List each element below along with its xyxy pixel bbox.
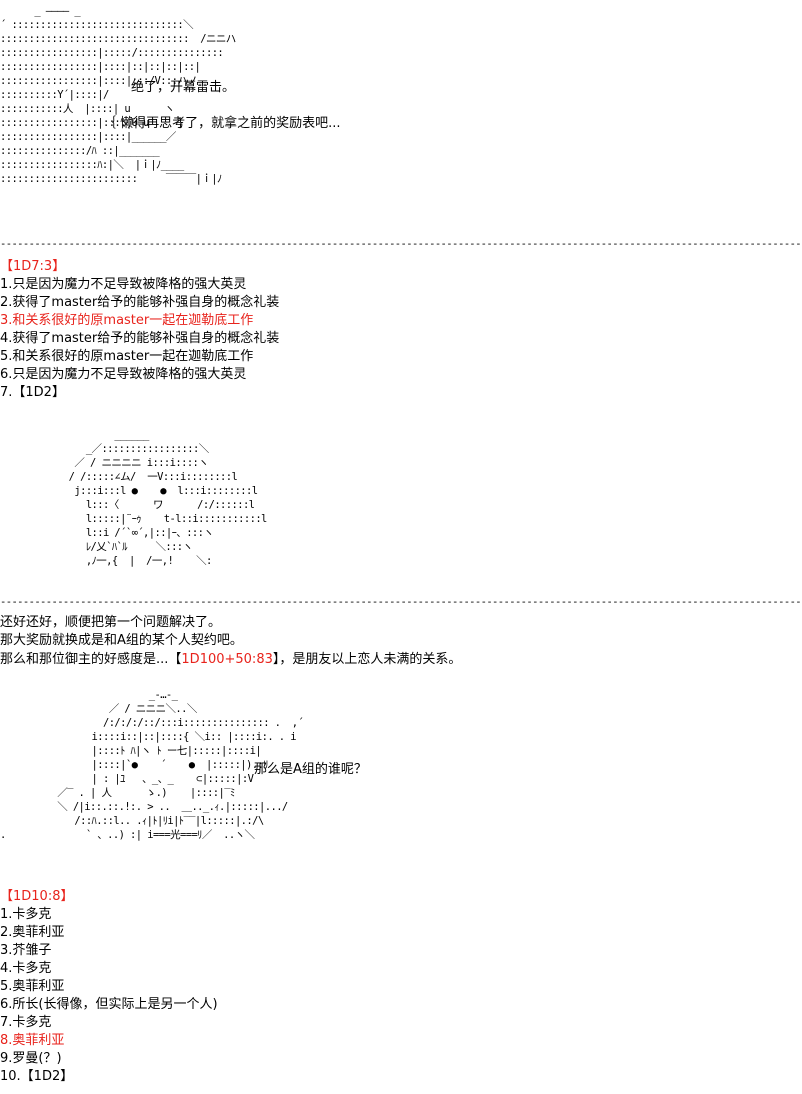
speech-line-1: 绝了，开幕雷击。	[131, 80, 236, 95]
list-item: 9.罗曼(？)	[0, 1051, 62, 1066]
list-item: 7.卡多克	[0, 1015, 52, 1030]
speech-line-3: 那么是A组的谁呢？	[254, 762, 367, 777]
narration-line-1: 还好还好，顺便把第一个问题解决了。	[0, 615, 222, 630]
ascii-art-character-1: _ ―――― _ ´ :::::::::::::::::::::::::::::…	[0, 5, 236, 185]
list-item-selected: 8.奥菲利亚	[0, 1033, 65, 1048]
list-item: 1.只是因为魔力不足导致被降格的强大英灵	[0, 277, 247, 292]
list-item: 10.【1D2】	[0, 1069, 74, 1084]
list-item: 3.芥雏子	[0, 943, 52, 958]
list-item-selected: 3.和关系很好的原master一起在迦勒底工作	[0, 313, 254, 328]
list-item: 2.获得了master给予的能够补强自身的概念礼装	[0, 295, 280, 310]
separator-1: ----------------------------------------…	[0, 238, 802, 250]
roll-result: 1D100+50:83	[181, 652, 273, 667]
list-item: 5.和关系很好的原master一起在迦勒底工作	[0, 349, 254, 364]
roll-header: 【1D10:8】	[0, 889, 74, 904]
separator-2: ----------------------------------------…	[0, 596, 802, 608]
list-item: 4.获得了master给予的能够补强自身的概念礼装	[0, 331, 280, 346]
list-item: 1.卡多克	[0, 907, 52, 922]
ascii-art-character-3: _-…-_ ／ / ニニニ＼..＼ /:/:/:/::/:::i::::::::…	[0, 689, 304, 841]
list-item: 6.只是因为魔力不足导致被降格的强大英灵	[0, 367, 247, 382]
list-item: 4.卡多克	[0, 961, 52, 976]
narration-line-2: 那大奖励就换成是和A组的某个人契约吧。	[0, 633, 243, 648]
roll-header: 【1D7:3】	[0, 259, 66, 274]
list-item: 2.奥菲利亚	[0, 925, 65, 940]
list-item: 5.奥菲利亚	[0, 979, 65, 994]
speech-line-2: ｛ 懒得再思考了，就拿之前的奖励表吧...	[103, 116, 341, 131]
list-item: 7.【1D2】	[0, 385, 65, 400]
list-item: 6.所长(长得像，但实际上是另一个人)	[0, 997, 218, 1012]
ascii-art-character-2: ______ _／:::::::::::::::::＼ ／ / ニニニニ i::…	[0, 429, 268, 567]
narration-line-3: 那么和那位御主的好感度是...【1D100+50:83】，是朋友以上恋人未满的关…	[0, 652, 462, 667]
